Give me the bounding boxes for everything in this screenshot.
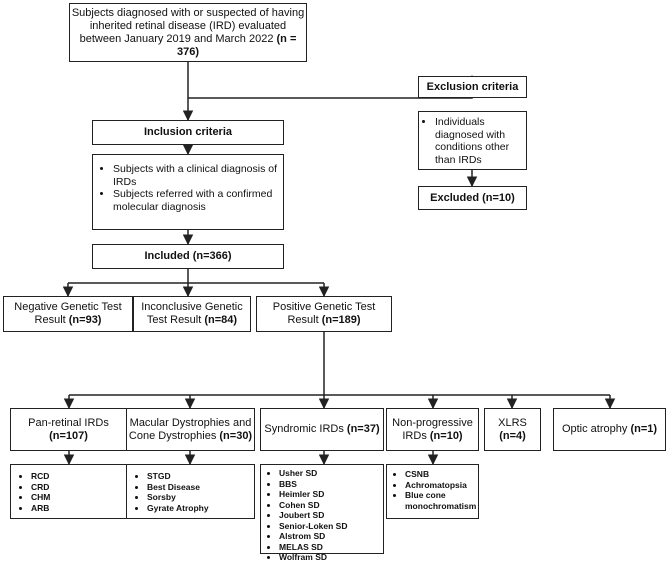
list-item: ARB (31, 503, 124, 514)
list-item: CHM (31, 492, 124, 503)
inclusion-list: Subjects with a clinical diagnosis of IR… (97, 163, 279, 213)
included-box: Included (n=366) (92, 244, 284, 269)
negative-count: (n=93) (68, 314, 102, 326)
pan-retinal-list-box: RCD CRD CHM ARB (10, 464, 127, 519)
inconclusive-count: (n=84) (204, 314, 238, 326)
list-item: Usher SD (279, 468, 381, 479)
list-item: Heimler SD (279, 489, 381, 500)
source-count: (n = 376) (176, 32, 297, 58)
macular-list-box: STGD Best Disease Sorsby Gyrate Atrophy (126, 464, 255, 519)
list-item: MELAS SD (279, 542, 381, 553)
source-text: Subjects diagnosed with or suspected of … (71, 6, 305, 45)
list-item: STGD (147, 471, 252, 482)
list-item: Best Disease (147, 482, 252, 493)
category-count: (n=107) (49, 429, 88, 442)
list-item: RCD (31, 471, 124, 482)
category-macular-box: Macular Dystrophies and Cone Dystrophies… (126, 408, 255, 451)
inclusion-title-box: Inclusion criteria (92, 120, 284, 145)
negative-result-box: Negative Genetic Test Result (n=93) (3, 296, 133, 332)
category-count: (n=1) (630, 423, 658, 435)
category-pan-retinal-box: Pan-retinal IRDs(n=107) (10, 408, 127, 451)
macular-list: STGD Best Disease Sorsby Gyrate Atrophy (127, 471, 252, 513)
category-syndromic-box: Syndromic IRDs (n=37) (260, 408, 384, 451)
list-item: Subjects referred with a confirmed molec… (113, 188, 279, 213)
category-count: (n=4) (499, 429, 526, 442)
excluded-box: Excluded (n=10) (418, 186, 527, 210)
non-progressive-list-box: CSNB Achromatopsia Blue cone monochromat… (386, 464, 479, 519)
category-count: (n=30) (219, 429, 253, 442)
exclusion-list-box: Individuals diagnosed with conditions ot… (418, 111, 527, 170)
category-label: Pan-retinal IRDs (28, 416, 109, 429)
category-count: (n=37) (346, 423, 380, 435)
category-label: Optic atrophy (561, 423, 628, 435)
list-item: Gyrate Atrophy (147, 503, 252, 514)
inclusion-list-box: Subjects with a clinical diagnosis of IR… (92, 154, 284, 230)
category-label: Non-progressive IRDs (392, 416, 473, 442)
list-item: Individuals diagnosed with conditions ot… (435, 116, 522, 166)
category-label: Macular Dystrophies and Cone Dystrophies (128, 416, 252, 442)
category-label: Syndromic IRDs (264, 423, 344, 435)
syndromic-list: Usher SD BBS Heimler SD Cohen SD Joubert… (261, 468, 381, 563)
inconclusive-text: Inconclusive Genetic Test Result (141, 301, 243, 326)
category-label: XLRS (498, 416, 527, 429)
positive-text: Positive Genetic Test Result (272, 301, 376, 326)
category-non-progressive-box: Non-progressive IRDs (n=10) (386, 408, 479, 451)
list-item: Wolfram SD (279, 552, 381, 563)
included-label: Included (n=366) (144, 250, 232, 262)
exclusion-title-box: Exclusion criteria (418, 76, 527, 98)
list-item: Achromatopsia (405, 480, 476, 491)
category-count: (n=10) (429, 429, 463, 442)
exclusion-title: Exclusion criteria (426, 80, 519, 93)
list-item: Joubert SD (279, 510, 381, 521)
list-item: CSNB (405, 469, 476, 480)
non-progressive-list: CSNB Achromatopsia Blue cone monochromat… (387, 469, 476, 511)
positive-result-box: Positive Genetic Test Result (n=189) (256, 296, 392, 332)
list-item: Senior-Loken SD (279, 521, 381, 532)
negative-text: Negative Genetic Test Result (14, 301, 122, 326)
list-item: BBS (279, 479, 381, 490)
syndromic-list-box: Usher SD BBS Heimler SD Cohen SD Joubert… (260, 464, 384, 562)
excluded-label: Excluded (n=10) (430, 191, 515, 204)
list-item: Sorsby (147, 492, 252, 503)
list-item: CRD (31, 482, 124, 493)
list-item: Cohen SD (279, 500, 381, 511)
category-optic-atrophy-box: Optic atrophy (n=1) (553, 408, 666, 451)
positive-count: (n=189) (321, 314, 361, 326)
inclusion-title: Inclusion criteria (143, 126, 233, 138)
category-xlrs-box: XLRS (n=4) (484, 408, 541, 451)
list-item: Alstrom SD (279, 531, 381, 542)
pan-retinal-list: RCD CRD CHM ARB (11, 471, 124, 513)
exclusion-list: Individuals diagnosed with conditions ot… (419, 116, 522, 166)
source-box: Subjects diagnosed with or suspected of … (69, 3, 307, 62)
inconclusive-result-box: Inconclusive Genetic Test Result (n=84) (133, 296, 251, 332)
list-item: Blue cone monochromatism (405, 490, 476, 511)
list-item: Subjects with a clinical diagnosis of IR… (113, 163, 279, 188)
